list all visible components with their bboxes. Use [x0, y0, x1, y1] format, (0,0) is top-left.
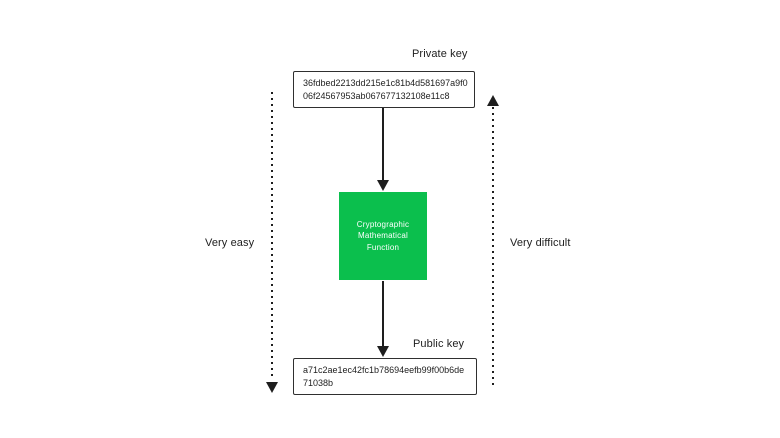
private-key-value-line-1: 36fdbed2213dd215e1c81b4d581697a9f0	[303, 77, 468, 88]
arrow-up-icon	[487, 95, 499, 106]
very-difficult-label: Very difficult	[510, 237, 571, 249]
private-key-box: 36fdbed2213dd215e1c81b4d581697a9f0 06f24…	[293, 71, 475, 108]
arrow-down-icon	[377, 346, 389, 357]
public-key-box: a71c2ae1ec42fc1b78694eefb99f00b6de 71038…	[293, 358, 477, 395]
arrow-down-icon	[377, 180, 389, 191]
private-key-label: Private key	[412, 48, 468, 60]
arrow-down-icon	[266, 382, 278, 393]
function-box-line-2: Mathematical	[358, 231, 408, 241]
easy-direction-dotted-line	[271, 92, 273, 380]
public-key-value-line-2: 71038b	[303, 377, 334, 388]
function-box-line-1: Cryptographic	[356, 219, 410, 229]
function-box-line-3: Function	[366, 242, 400, 252]
arrow-private-to-function-line	[382, 108, 384, 181]
private-key-value-line-2: 06f24567953ab067677132108e11c8	[303, 90, 450, 101]
difficult-direction-dotted-line	[492, 107, 494, 387]
arrow-function-to-public-line	[382, 281, 384, 347]
public-key-label: Public key	[413, 338, 465, 350]
very-easy-label: Very easy	[205, 237, 255, 249]
public-key-value-line-1: a71c2ae1ec42fc1b78694eefb99f00b6de	[303, 364, 465, 375]
cryptographic-function-box: Cryptographic Mathematical Function	[339, 192, 427, 280]
